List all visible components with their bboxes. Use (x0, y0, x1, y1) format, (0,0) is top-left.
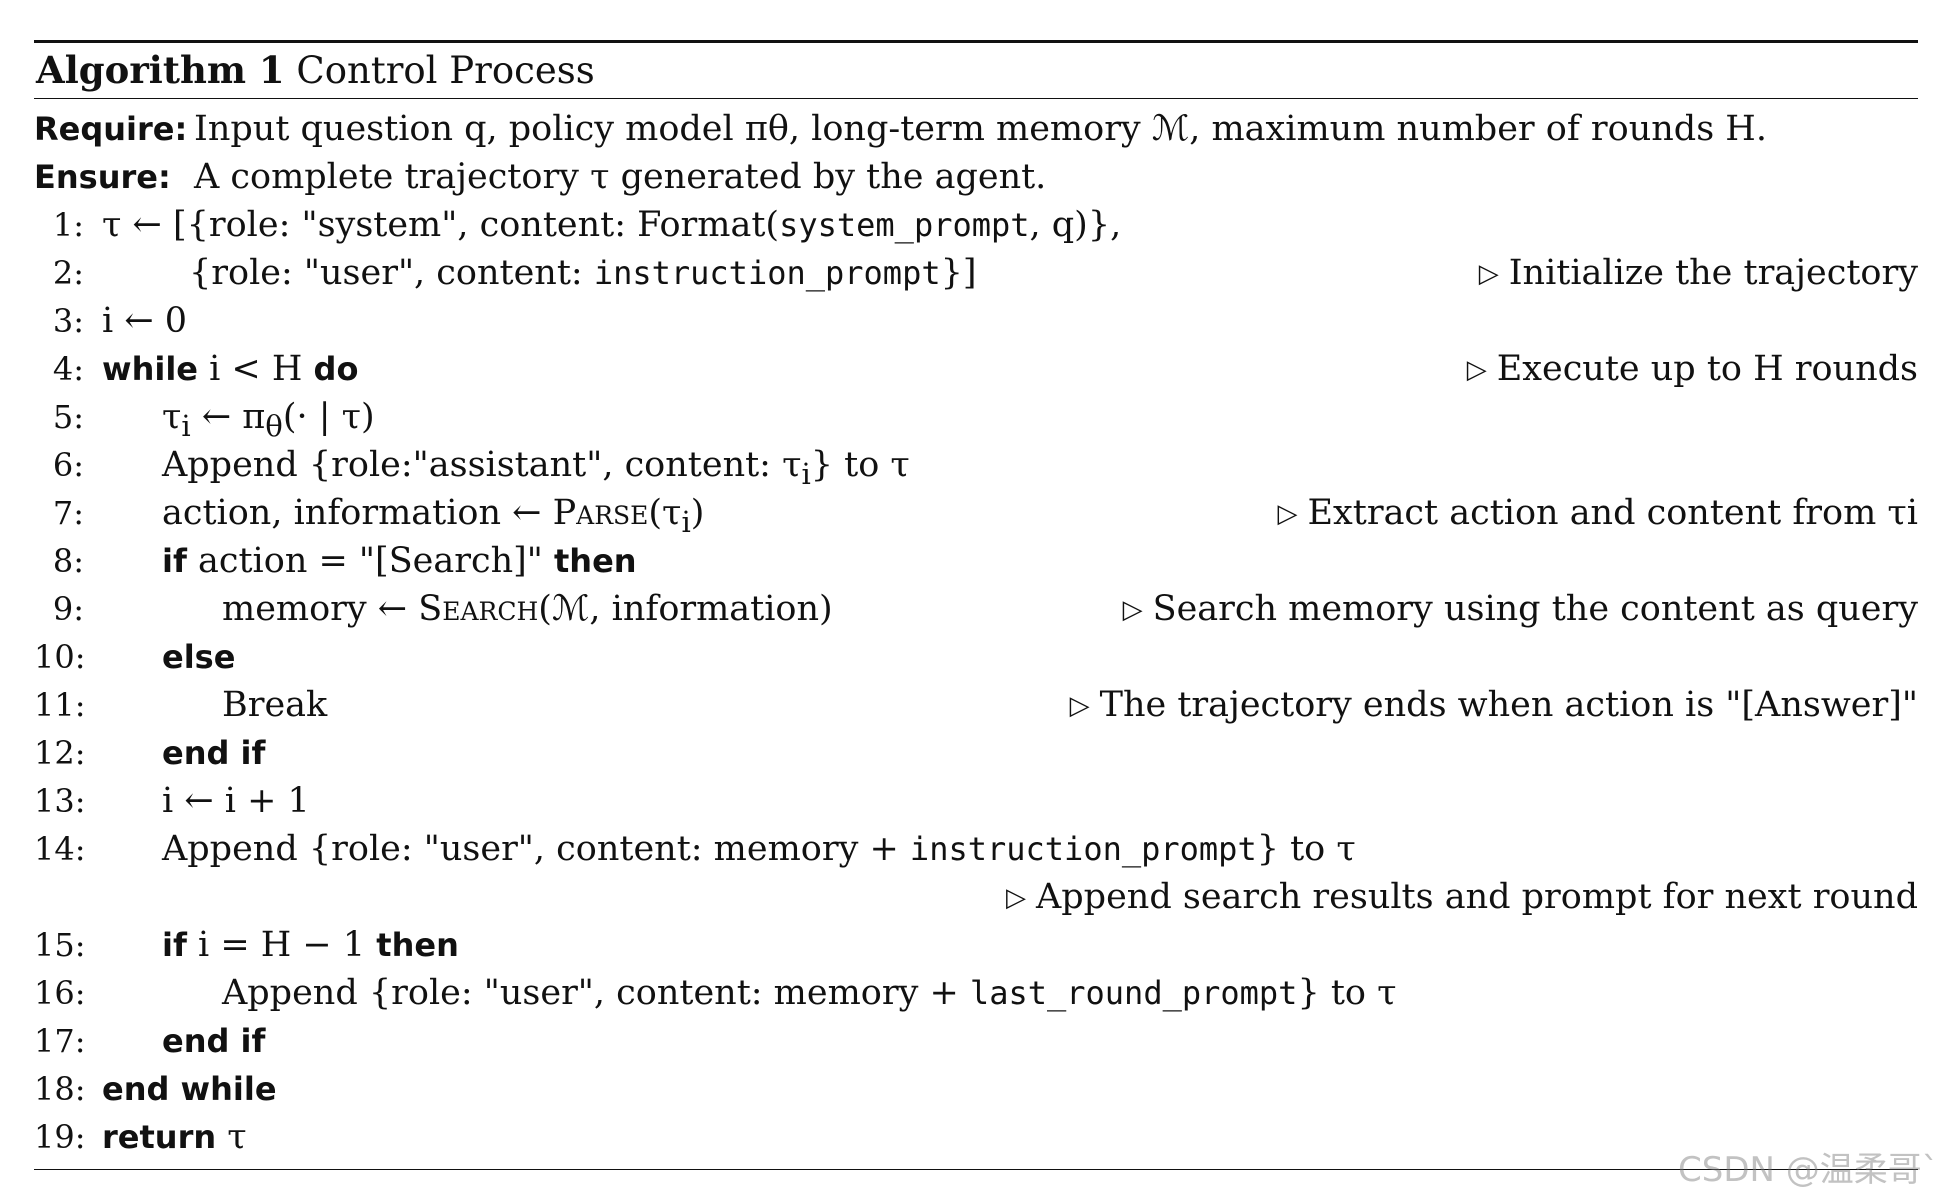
algorithm-line: 3: i ← 0 (34, 297, 1918, 345)
line-code: i ← 0 (102, 301, 188, 341)
bottom-rule (34, 1169, 1918, 1170)
comment-text: Initialize the trajectory (1508, 253, 1918, 293)
algorithm-line: 11: Break ▷ The trajectory ends when action… (34, 681, 1918, 729)
line-number: 1: (52, 206, 84, 244)
line-code: memory ← Search(ℳ, information) (222, 589, 833, 629)
algorithm-line: 17: end if (34, 1017, 1918, 1065)
algorithm-line: ▷ Append search results and prompt for ne… (34, 873, 1918, 921)
comment-text: Search memory using the content as query (1152, 589, 1918, 629)
line-number: 4: (52, 350, 84, 388)
comment-text: Extract action and content from τi (1307, 493, 1918, 533)
require-row: Require: Input question q, policy model … (34, 105, 1918, 153)
ensure-text: A complete trajectory τ generated by the… (194, 157, 1047, 197)
line-number: 7: (52, 494, 84, 532)
line-code: if i = H − 1 then (162, 925, 459, 965)
comment-text: The trajectory ends when action is "[Ans… (1099, 685, 1918, 725)
algorithm-line: 13: i ← i + 1 (34, 777, 1918, 825)
line-code: while i < H do (102, 349, 359, 389)
comment-triangle-icon: ▷ (1466, 355, 1487, 385)
algorithm-line: 14: Append {role: "user", content: memory… (34, 825, 1918, 873)
algorithm-line: 5: τi ← πθ(· | τ) (34, 393, 1918, 443)
algorithm-line: 9: memory ← Search(ℳ, information) ▷ Search… (34, 585, 1918, 633)
require-keyword: Require: (34, 110, 188, 148)
line-number: 6: (52, 446, 84, 484)
require-text: Input question q, policy model πθ, long-… (194, 109, 1767, 149)
line-code: action, information ← Parse(τi) (162, 493, 705, 539)
comment-triangle-icon: ▷ (1277, 499, 1298, 529)
comment-text: Execute up to H rounds (1496, 349, 1918, 389)
line-comment: ▷ Search memory using the content as quer… (1123, 585, 1918, 636)
line-number: 13: (34, 782, 86, 820)
algorithm-line: 19: return τ (34, 1113, 1918, 1161)
watermark-text: CSDN @温柔哥` (1678, 1150, 1939, 1190)
line-code: Append {role: "user", content: memory + … (162, 829, 1356, 869)
line-code: Break (222, 685, 328, 725)
algorithm-line: 1: τ ← [{role: "system", content: Format(… (34, 201, 1918, 249)
algorithm-line: 16: Append {role: "user", content: memory… (34, 969, 1918, 1017)
line-code: Append {role:"assistant", content: τi} t… (162, 445, 910, 491)
algorithm-line: 8: if action = "[Search]" then (34, 537, 1918, 585)
algorithm-line: 15: if i = H − 1 then (34, 921, 1918, 969)
algorithm-lines: 1: τ ← [{role: "system", content: Format(… (34, 201, 1918, 1161)
line-comment: ▷ Initialize the trajectory (1479, 249, 1918, 300)
line-number: 14: (34, 830, 86, 868)
line-number: 8: (52, 542, 84, 580)
line-number: 5: (52, 398, 84, 436)
top-rule (34, 40, 1918, 43)
algorithm-block: Algorithm 1 Control Process Require: Inp… (34, 40, 1918, 1170)
line-number: 3: (52, 302, 84, 340)
algorithm-line: 10: else (34, 633, 1918, 681)
algorithm-line: 2: {role: "user", content: instruction_pr… (34, 249, 1918, 297)
line-code: Append {role: "user", content: memory + … (222, 973, 1397, 1013)
comment-triangle-icon: ▷ (1478, 259, 1499, 289)
comment-triangle-icon: ▷ (1122, 595, 1143, 625)
ensure-row: Ensure: A complete trajectory τ generate… (34, 153, 1918, 201)
line-code: return τ (102, 1117, 247, 1157)
line-number: 2: (52, 254, 84, 292)
algorithm-caption: Algorithm 1 Control Process (34, 43, 1918, 98)
line-comment: ▷ The trajectory ends when action is "[An… (1070, 681, 1918, 732)
algorithm-label: Algorithm 1 (36, 48, 285, 92)
line-code: end while (102, 1070, 277, 1108)
line-code: τi ← πθ(· | τ) (162, 397, 375, 443)
comment-triangle-icon: ▷ (1069, 691, 1090, 721)
line-number: 17: (34, 1022, 86, 1060)
line-comment: ▷ Execute up to H rounds (1467, 345, 1918, 396)
line-number: 10: (34, 638, 86, 676)
algorithm-line: 7: action, information ← Parse(τi) ▷ Extrac… (34, 489, 1918, 540)
line-number: 15: (34, 926, 86, 964)
line-comment: ▷ Extract action and content from τi (1277, 489, 1918, 540)
line-number: 12: (34, 734, 86, 772)
line-number: 9: (52, 590, 84, 628)
line-code: if action = "[Search]" then (162, 541, 637, 581)
line-code: end if (162, 1022, 266, 1060)
line-code: τ ← [{role: "system", content: Format(sy… (102, 205, 1122, 245)
line-number: 19: (34, 1118, 86, 1156)
algorithm-line: 18: end while (34, 1065, 1918, 1113)
line-number: 11: (34, 686, 86, 724)
comment-triangle-icon: ▷ (1006, 883, 1026, 913)
algorithm-line: 12: end if (34, 729, 1918, 777)
caption-rule (34, 98, 1918, 99)
line-code: end if (162, 734, 266, 772)
algorithm-line: 6: Append {role:"assistant", content: τi}… (34, 441, 1918, 491)
comment-text: Append search results and prompt for nex… (1036, 877, 1918, 917)
line-code: i ← i + 1 (162, 781, 310, 821)
algorithm-title: Control Process (296, 49, 595, 92)
ensure-keyword: Ensure: (34, 158, 171, 196)
algorithm-line: 4: while i < H do ▷ Execute up to H rounds (34, 345, 1918, 393)
line-number: 16: (34, 974, 86, 1012)
line-code: {role: "user", content: instruction_prom… (189, 253, 977, 293)
line-number: 18: (34, 1070, 86, 1108)
line-code: else (162, 638, 236, 676)
line-comment: ▷ Append search results and prompt for ne… (1006, 873, 1918, 924)
